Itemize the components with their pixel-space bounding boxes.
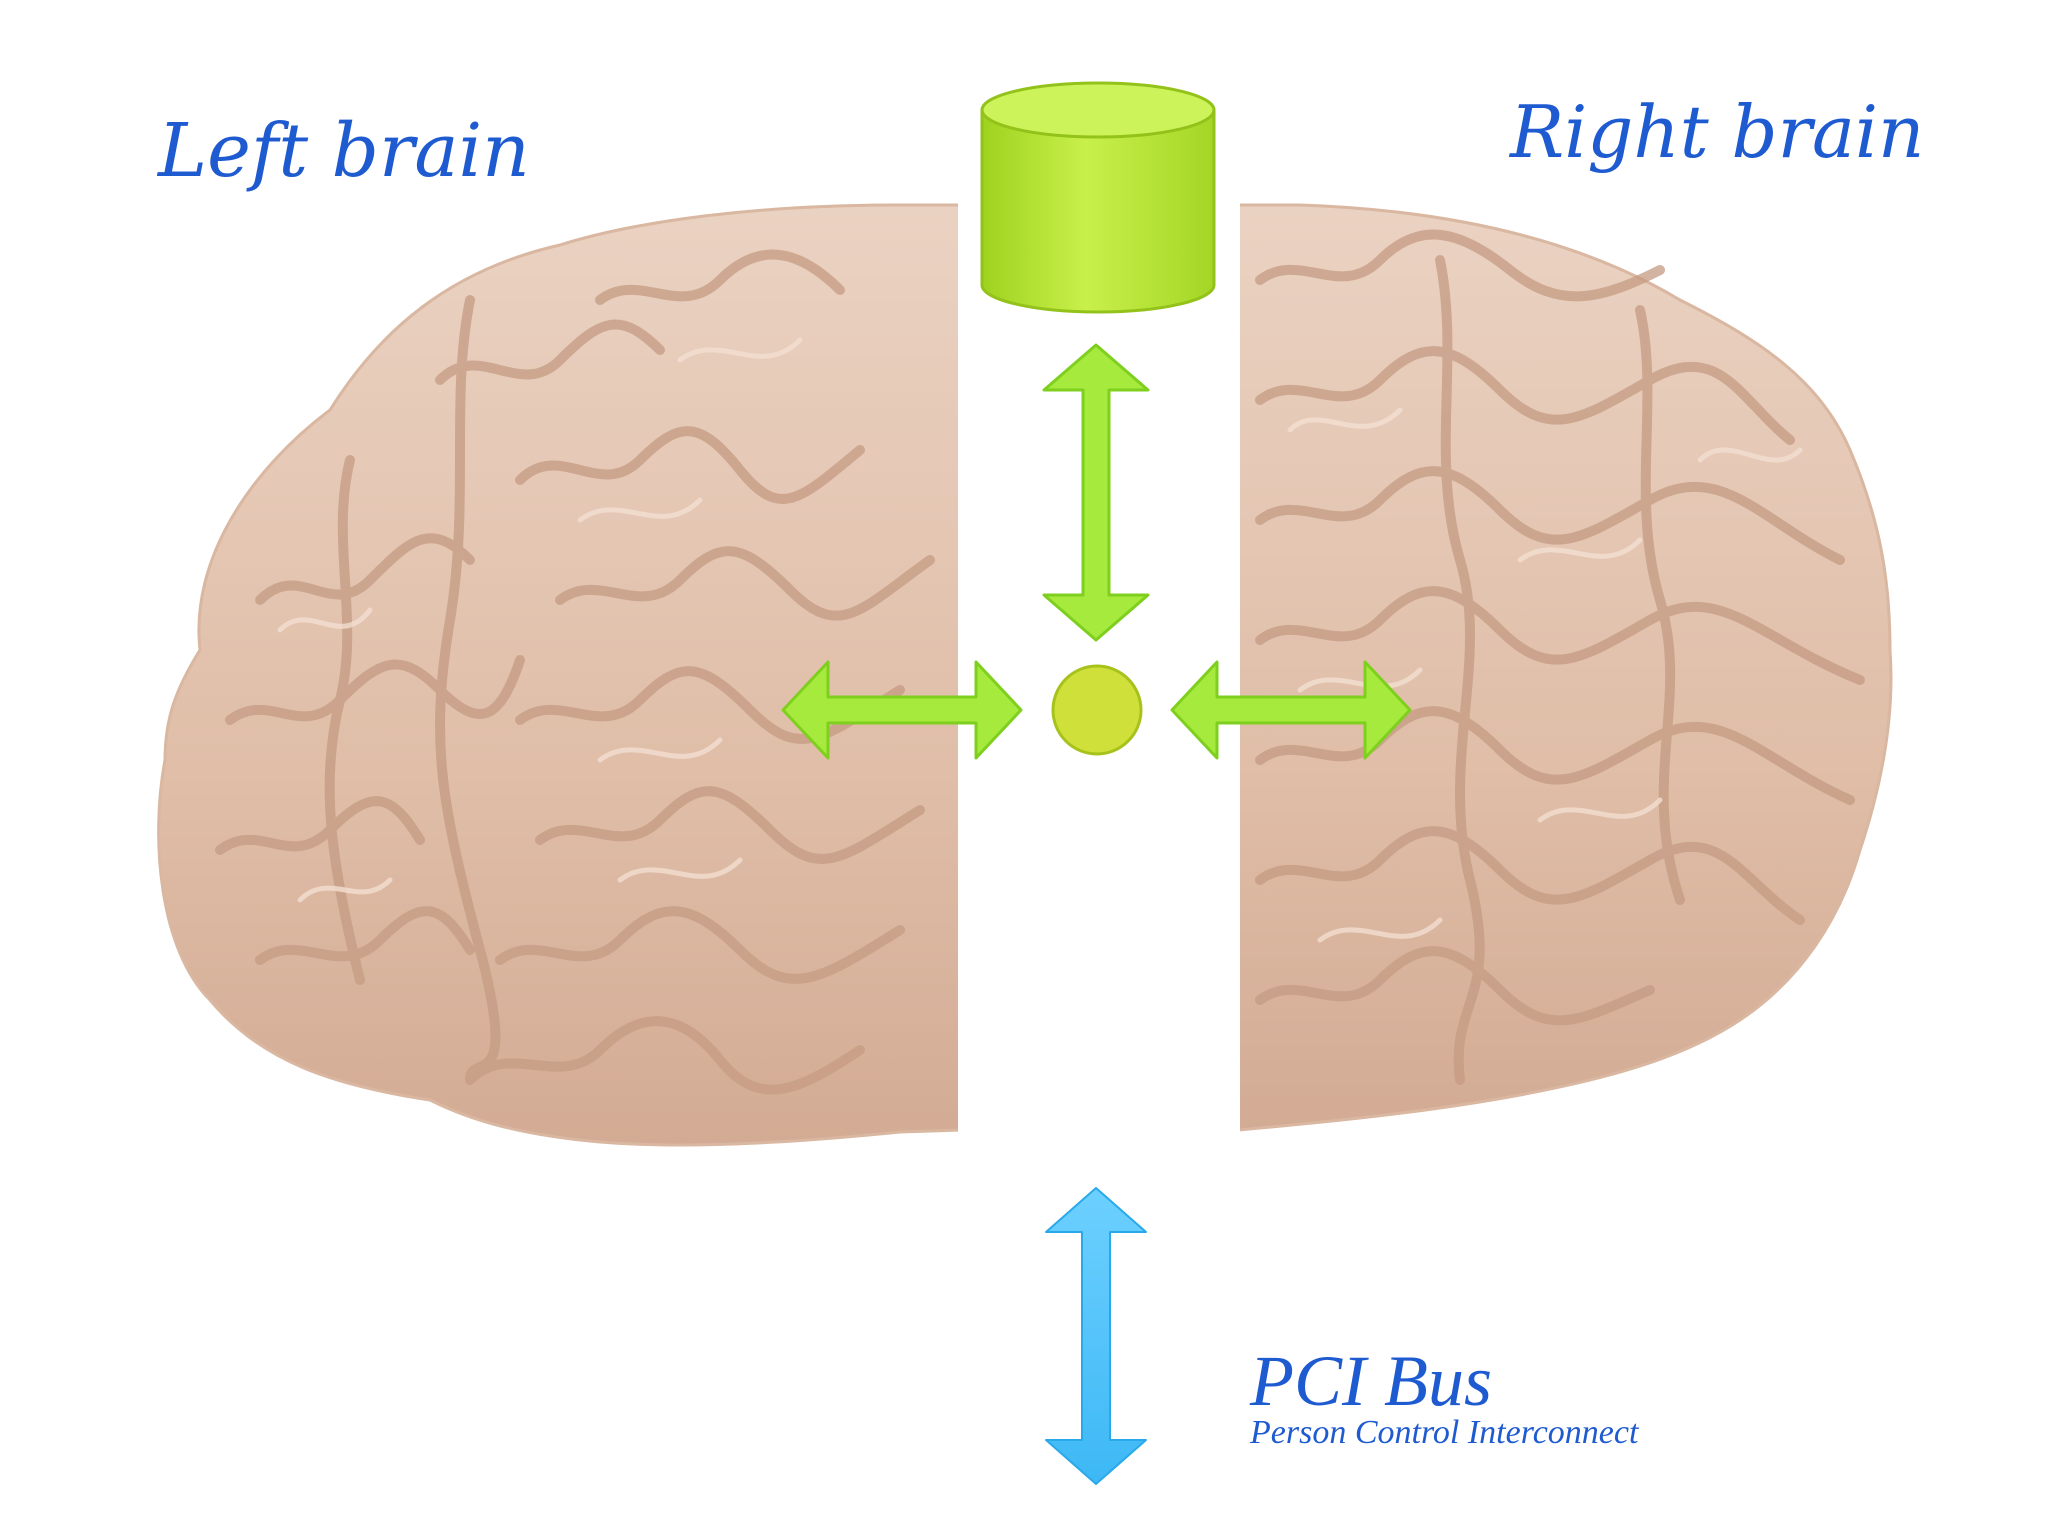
left-brain-label: Left brain	[158, 108, 530, 194]
right-brain-label: Right brain	[1510, 90, 1925, 174]
circle-node-icon	[1051, 664, 1143, 756]
double-arrow-icon	[1042, 343, 1150, 642]
double-arrow-icon	[781, 660, 1023, 760]
bus-arrow-icon	[1045, 1187, 1147, 1485]
pci-bus-subtitle: Person Control Interconnect	[1250, 1414, 1639, 1451]
pci-bus-label: PCI Bus	[1250, 1341, 1492, 1421]
cylinder-icon	[980, 81, 1216, 314]
right-brain-image	[1240, 203, 1893, 1132]
double-arrow-icon	[1170, 660, 1412, 760]
left-brain-image	[157, 203, 958, 1147]
